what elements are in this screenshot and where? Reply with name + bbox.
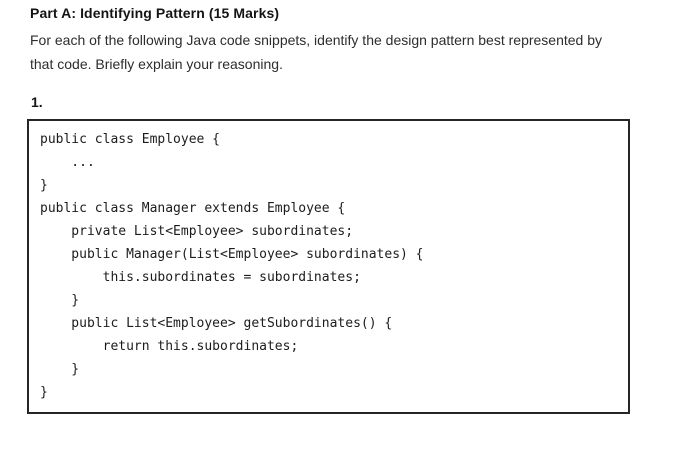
instructions-line: that code. Briefly explain your reasonin… (30, 56, 283, 72)
code-line: public class Employee { (40, 132, 221, 147)
code-line: } (40, 293, 80, 308)
code-line: return this.subordinates; (40, 339, 299, 354)
instructions-line: For each of the following Java code snip… (30, 32, 603, 48)
code-line: public Manager(List<Employee> subordinat… (40, 247, 424, 262)
java-code-snippet-box: public class Employee { ... } public cla… (27, 119, 630, 414)
code-line: this.subordinates = subordinates; (40, 270, 361, 285)
code-line: public class Manager extends Employee { (40, 201, 346, 216)
code-line: } (40, 178, 48, 193)
code-line: } (40, 385, 48, 400)
code-line: public List<Employee> getSubordinates() … (40, 316, 393, 331)
instructions-paragraph: For each of the following Java code snip… (30, 28, 602, 76)
code-line: ... (40, 155, 95, 170)
question-number: 1. (31, 94, 43, 110)
code-line: private List<Employee> subordinates; (40, 224, 354, 239)
code-line: } (40, 362, 80, 377)
part-a-heading: Part A: Identifying Pattern (15 Marks) (30, 5, 280, 21)
